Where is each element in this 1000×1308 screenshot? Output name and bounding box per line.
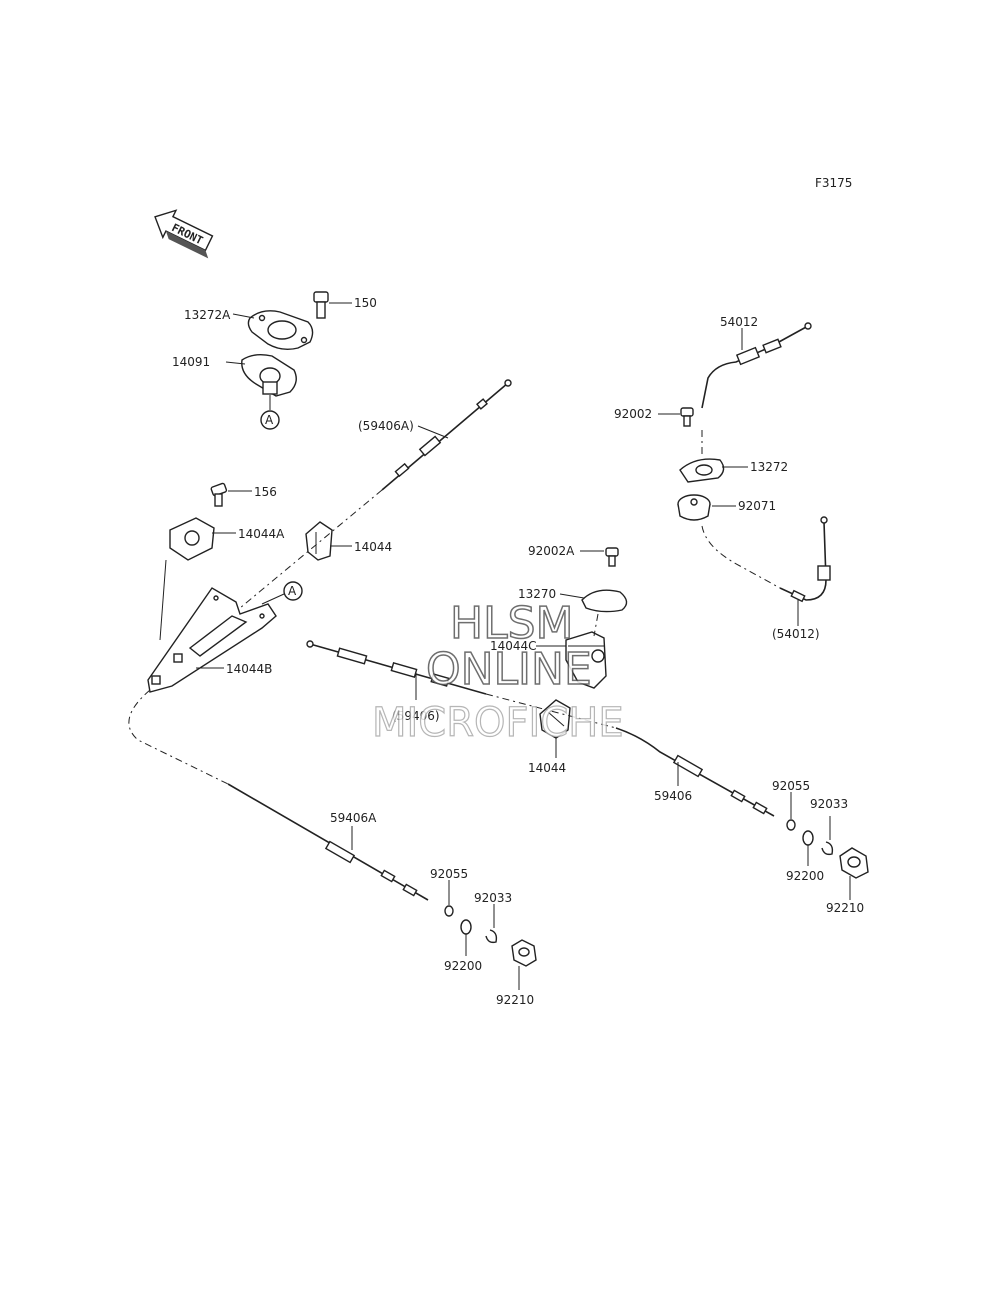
label-14091: 14091 <box>172 355 210 369</box>
clamp-14044-middle <box>539 699 571 739</box>
label-59406a-paren: (59406A) <box>358 419 414 433</box>
label-14044-middle: 14044 <box>528 761 566 775</box>
washer-92200-right <box>802 830 814 846</box>
watermark-line1: HLSM <box>450 598 574 649</box>
bolt-150 <box>313 291 329 319</box>
label-14044a: 14044A <box>238 527 285 541</box>
figure-code: F3175 <box>815 176 852 190</box>
label-156: 156 <box>254 485 277 499</box>
label-13270: 13270 <box>518 587 556 601</box>
watermark-line3: MICROFICHE <box>372 700 624 746</box>
label-92200-left: 92200 <box>444 959 482 973</box>
housing-14091 <box>241 353 297 397</box>
label-54012-paren: (54012) <box>772 627 820 641</box>
ref-marker-a-top: A <box>265 413 274 427</box>
label-92210-left: 92210 <box>496 993 534 1007</box>
bolt-92002a <box>605 547 619 567</box>
label-92033-right: 92033 <box>810 797 848 811</box>
bolt-156 <box>210 482 228 507</box>
label-59406: 59406 <box>654 789 692 803</box>
oring-92055-right <box>786 819 796 831</box>
clamp-14044-top <box>305 521 333 561</box>
label-14044b: 14044B <box>226 662 272 676</box>
grommet-92071 <box>677 494 711 521</box>
ref-circle-a-top <box>260 410 280 430</box>
cable-54012-lower <box>779 516 831 603</box>
label-13272a: 13272A <box>184 308 231 322</box>
label-59406a: 59406A <box>330 811 377 825</box>
label-13272: 13272 <box>750 460 788 474</box>
label-92002a: 92002A <box>528 544 575 558</box>
label-14044c: 14044C <box>490 639 537 653</box>
label-92002: 92002 <box>614 407 652 421</box>
lockwasher-92033-left <box>485 929 498 944</box>
watermark-line2: ONLINE <box>426 644 592 695</box>
washer-92200-left <box>460 919 472 935</box>
gasket-13272a <box>247 310 314 351</box>
front-arrow-icon: FRONT <box>154 209 214 259</box>
cable-59406a-upper <box>381 379 512 491</box>
bolt-92002 <box>680 407 694 427</box>
ref-marker-a-bracket: A <box>288 584 297 598</box>
plate-13270 <box>581 589 628 613</box>
bracket-14044b <box>147 587 277 693</box>
label-54012: 54012 <box>720 315 758 329</box>
label-150: 150 <box>354 296 377 310</box>
clamp-14044c <box>565 631 607 689</box>
cable-59406a-lower <box>227 783 429 901</box>
label-92055-left: 92055 <box>430 867 468 881</box>
label-59406-paren: (59406) <box>392 709 440 723</box>
oring-92055-left <box>444 905 454 917</box>
nut-92210-right <box>839 847 869 879</box>
watermark: HLSM ONLINE MICROFICHE <box>371 597 624 746</box>
ref-circle-a-bracket <box>283 581 303 601</box>
cable-54012-top <box>701 322 812 409</box>
label-92200-right: 92200 <box>786 869 824 883</box>
nut-92210-left <box>511 939 537 967</box>
gasket-13272 <box>679 458 725 483</box>
label-92033-left: 92033 <box>474 891 512 905</box>
label-14044-top: 14044 <box>354 540 392 554</box>
lockwasher-92033-right <box>821 841 834 856</box>
clamp-14044a <box>169 517 215 561</box>
label-92210-right: 92210 <box>826 901 864 915</box>
cable-59406-right <box>615 727 775 817</box>
label-92055-right: 92055 <box>772 779 810 793</box>
label-92071: 92071 <box>738 499 776 513</box>
